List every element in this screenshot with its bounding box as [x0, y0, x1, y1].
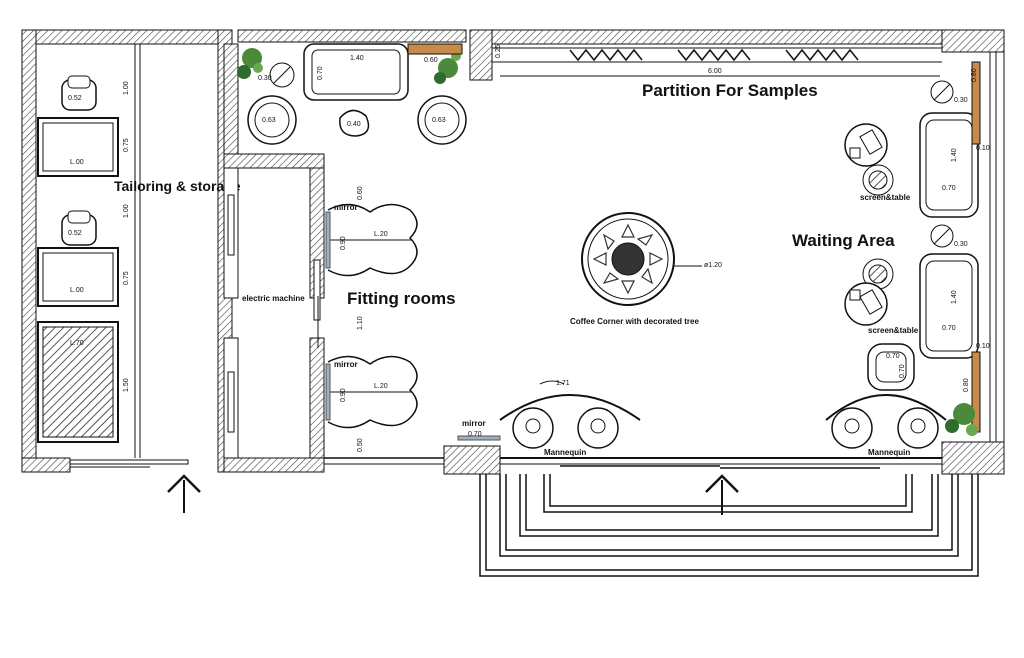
- dim-label: 0.70: [886, 353, 900, 360]
- dim-label: 0.30: [954, 97, 968, 104]
- screen-table: screen&table: [844, 258, 919, 335]
- side-table: 0.40: [339, 109, 370, 137]
- dim-label: L.00: [70, 287, 84, 294]
- armchair: 0.63: [417, 95, 467, 145]
- mannequin-display: 1.71 Mannequin: [499, 380, 641, 457]
- lamp-table: 0.30: [930, 80, 968, 104]
- dim-label: 0.70: [942, 185, 956, 192]
- lamp-table: 0.30: [930, 224, 968, 248]
- mannequin-display: Mannequin: [825, 394, 947, 457]
- sofa: 1.40 0.70: [919, 112, 979, 218]
- plant-icon: [945, 403, 978, 436]
- dim-label: 6.00: [708, 68, 722, 75]
- dim-label: 0.90: [340, 388, 347, 402]
- armchair: 0.63: [247, 95, 297, 145]
- mirror-label: mirror: [334, 203, 358, 212]
- dim-label: 1.50: [123, 378, 130, 392]
- mirror-label: mirror: [334, 360, 358, 369]
- armchair: 0.70 0.70: [867, 343, 915, 391]
- dim-label: 0.40: [347, 121, 361, 128]
- dim-label: 0.10: [976, 145, 990, 152]
- dim-label: 0.75: [123, 138, 130, 152]
- room-label-waiting: Waiting Area: [792, 231, 895, 250]
- dim-label: 0.60: [357, 186, 364, 200]
- dim-label: 0.52: [68, 230, 82, 237]
- dim-label: 0.63: [432, 117, 446, 124]
- dim-label: 0.70: [899, 364, 906, 378]
- lamp-table: 0.30: [258, 62, 295, 88]
- screen-table: screen&table: [844, 123, 911, 202]
- dim-label: 1.40: [951, 148, 958, 162]
- dim-label: 1.00: [123, 81, 130, 95]
- tailoring-room: 0.52 0.52 L.00 L.00 L.70 1.00 0.75 1.00 …: [21, 29, 241, 513]
- sofa: 1.40 0.70: [919, 253, 979, 359]
- entrance-arrow-icon: [167, 474, 201, 513]
- dim-label: 0.52: [68, 95, 82, 102]
- mirror-label: mirror: [462, 419, 486, 428]
- room-label-electric: electric machine: [242, 294, 305, 303]
- sofa: 1.40 0.70: [303, 43, 409, 101]
- dim-label: 0.50: [357, 438, 364, 452]
- room-label-coffee: Coffee Corner with decorated tree: [570, 317, 699, 326]
- room-label-fitting: Fitting rooms: [347, 289, 456, 308]
- dim-label: L.20: [374, 231, 388, 238]
- dim-label: 0.63: [262, 117, 276, 124]
- work-table: L.00: [37, 247, 119, 307]
- entrance-arrow-icon: [705, 474, 739, 515]
- dim-label: 0.80: [963, 378, 970, 392]
- fitting-curtain: L.20 0.90: [327, 203, 418, 277]
- dim-label: L.00: [70, 159, 84, 166]
- chair: 0.52: [61, 210, 97, 246]
- plant-icon: [434, 51, 461, 84]
- mannequin-label: Mannequin: [868, 448, 910, 457]
- room-label-partition: Partition For Samples: [642, 81, 818, 100]
- dim-label: 1.00: [123, 204, 130, 218]
- fitting-rooms: 1.40 0.70 0.63 0.63 0.40 0.30: [223, 29, 467, 473]
- chair: 0.52: [61, 75, 97, 111]
- dim-label: 0.10: [976, 343, 990, 350]
- plant-icon: [237, 48, 263, 79]
- dim-label: L.20: [374, 383, 388, 390]
- dim-label: 0.60: [424, 57, 438, 64]
- entrance-steps: [479, 474, 979, 577]
- room-label-tailoring: Tailoring & storage: [114, 178, 241, 194]
- work-table: L.00: [37, 117, 119, 177]
- dim-label: 0.70: [317, 66, 324, 80]
- dim-label: 1.40: [350, 55, 364, 62]
- dim-label: 1.10: [357, 316, 364, 330]
- dim-label: 0.90: [340, 236, 347, 250]
- coffee-table: ø1.20: [581, 212, 722, 306]
- dim-label: 0.70: [942, 325, 956, 332]
- dim-label: 0.75: [123, 271, 130, 285]
- screen-table-label: screen&table: [868, 326, 919, 335]
- dim-label: 0.30: [258, 75, 272, 82]
- dim-label: 1.40: [951, 290, 958, 304]
- dim-label: 0.70: [468, 431, 482, 438]
- dim-label: 0.80: [971, 68, 978, 82]
- dim-label: L.70: [70, 340, 84, 347]
- showroom: 6.00 0.25 Partition For Samples ø1.20 Co…: [443, 29, 1005, 577]
- storage-cabinet: L.70: [37, 321, 119, 443]
- dim-label: 1.71: [556, 380, 570, 387]
- dim-label: ø1.20: [704, 262, 722, 269]
- fitting-curtain: L.20 0.90: [327, 355, 418, 429]
- dim-label: 0.25: [495, 44, 502, 58]
- mannequin-label: Mannequin: [544, 448, 586, 457]
- clothes-rail: [569, 48, 859, 62]
- dim-label: 0.30: [954, 241, 968, 248]
- screen-table-label: screen&table: [860, 193, 911, 202]
